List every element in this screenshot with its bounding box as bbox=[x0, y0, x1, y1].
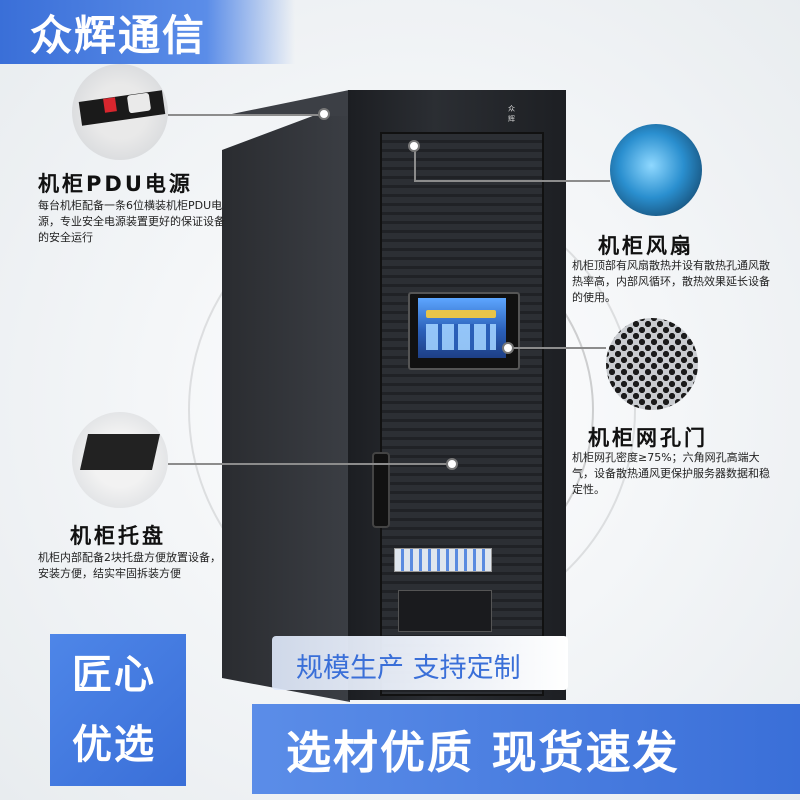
pdu-leader-line bbox=[168, 114, 328, 116]
brand-banner: 众辉通信 bbox=[0, 0, 295, 64]
mesh-leader-line bbox=[508, 347, 606, 349]
cabinet-door-handle bbox=[372, 452, 390, 528]
tray-leader-line bbox=[168, 463, 450, 465]
tray-icon bbox=[80, 434, 160, 470]
tagline-bottom: 选材优质 现货速发 bbox=[286, 726, 680, 779]
pdu-socket-icon bbox=[126, 92, 152, 114]
tagline-bottom-box bbox=[252, 704, 800, 794]
fan-leader-line-h bbox=[414, 180, 610, 182]
tray-title: 机柜托盘 bbox=[70, 524, 166, 548]
craft-line-2: 优选 bbox=[72, 722, 156, 768]
brand-name: 众辉通信 bbox=[30, 10, 207, 60]
patch-panel bbox=[394, 548, 492, 572]
mesh-leader-dot bbox=[502, 342, 514, 354]
pdu-switch-icon bbox=[103, 97, 117, 113]
pdu-leader-dot bbox=[318, 108, 330, 120]
rack-server-unit bbox=[398, 590, 492, 632]
tagline-top-box bbox=[272, 636, 568, 690]
display-status-blocks bbox=[426, 324, 496, 350]
mesh-door-description: 机柜网孔密度≥75%；六角网孔高端大气，设备散热通风更保护服务器数据和稳定性。 bbox=[572, 451, 770, 496]
craft-badge bbox=[50, 634, 186, 786]
cabinet-side-panel bbox=[222, 102, 350, 702]
mesh-door-title: 机柜网孔门 bbox=[588, 426, 708, 450]
fan-photo bbox=[610, 124, 702, 216]
mesh-door-photo bbox=[606, 318, 698, 410]
fan-leader-dot bbox=[408, 140, 420, 152]
craft-line-1: 匠心 bbox=[72, 652, 156, 698]
fan-title: 机柜风扇 bbox=[598, 234, 694, 258]
fan-description: 机柜顶部有风扇散热并设有散热孔通风散热率高，内部风循环，散热效果延长设备的使用。 bbox=[572, 259, 770, 304]
tray-description: 机柜内部配备2块托盘方便放置设备，安装方便，结实牢固拆装方便 bbox=[38, 551, 221, 580]
tagline-top: 规模生产 支持定制 bbox=[296, 653, 521, 684]
cabinet-logo: 众辉 bbox=[508, 105, 515, 123]
pdu-title: 机柜PDU电源 bbox=[38, 172, 193, 196]
pdu-description: 每台机柜配备一条6位横装机柜PDU电源，专业安全电源装置更好的保证设备的安全运行 bbox=[38, 199, 225, 244]
fan-leader-line-v bbox=[414, 146, 416, 182]
display-header-bar bbox=[426, 310, 496, 318]
tray-leader-dot bbox=[446, 458, 458, 470]
